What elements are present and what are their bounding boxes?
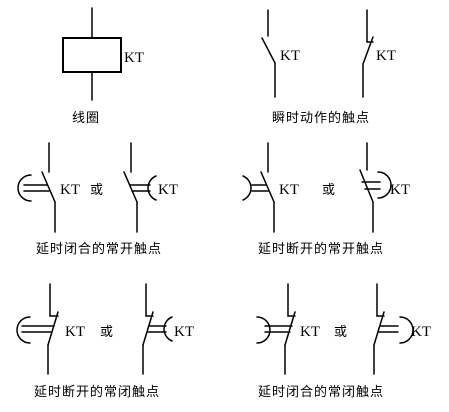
caption-delay-close-nc: 延时闭合的常闭触点	[258, 384, 384, 400]
delay-close-no-label-b: KT	[158, 182, 178, 198]
or-word: 或	[322, 183, 335, 198]
instant-nc-label: KT	[376, 48, 396, 64]
or-word: 或	[334, 325, 347, 340]
delay-open-nc-label-b: KT	[174, 324, 194, 340]
delay-open-no-contact-b: KT	[359, 142, 410, 233]
delay-close-no-contact-a: KT	[17, 142, 80, 233]
delay-open-no-label-a: KT	[279, 182, 299, 198]
delay-close-nc-label-a: KT	[300, 324, 320, 340]
delay-close-nc-contact-b: KT	[373, 283, 431, 375]
delay-close-nc-label-b: KT	[411, 324, 431, 340]
delay-open-nc-label-a: KT	[65, 324, 85, 340]
caption-delay-close-no: 延时闭合的常开触点	[36, 241, 162, 257]
delay-close-no-label-a: KT	[60, 182, 80, 198]
delay-open-nc-contact-b: KT	[142, 283, 194, 375]
coil-label: KT	[124, 50, 144, 66]
delay-open-no-label-b: KT	[390, 182, 410, 198]
instant-no-label: KT	[280, 48, 300, 64]
delay-open-no-contact-a: KT	[242, 142, 299, 233]
caption-coil: 线圈	[72, 111, 100, 126]
delay-open-nc-contact-a: KT	[16, 283, 85, 375]
instant-nc-contact: KT	[362, 9, 396, 98]
or-word: 或	[90, 183, 103, 198]
delay-close-no-contact-b: KT	[123, 142, 178, 233]
delay-close-nc-contact-a: KT	[256, 283, 320, 375]
coil-symbol: KT	[62, 7, 144, 101]
caption-instant: 瞬时动作的触点	[272, 110, 370, 126]
instant-no-contact: KT	[261, 9, 300, 98]
or-word: 或	[100, 325, 113, 340]
caption-delay-open-no: 延时断开的常开触点	[258, 241, 384, 257]
caption-delay-open-nc: 延时断开的常闭触点	[34, 384, 160, 400]
